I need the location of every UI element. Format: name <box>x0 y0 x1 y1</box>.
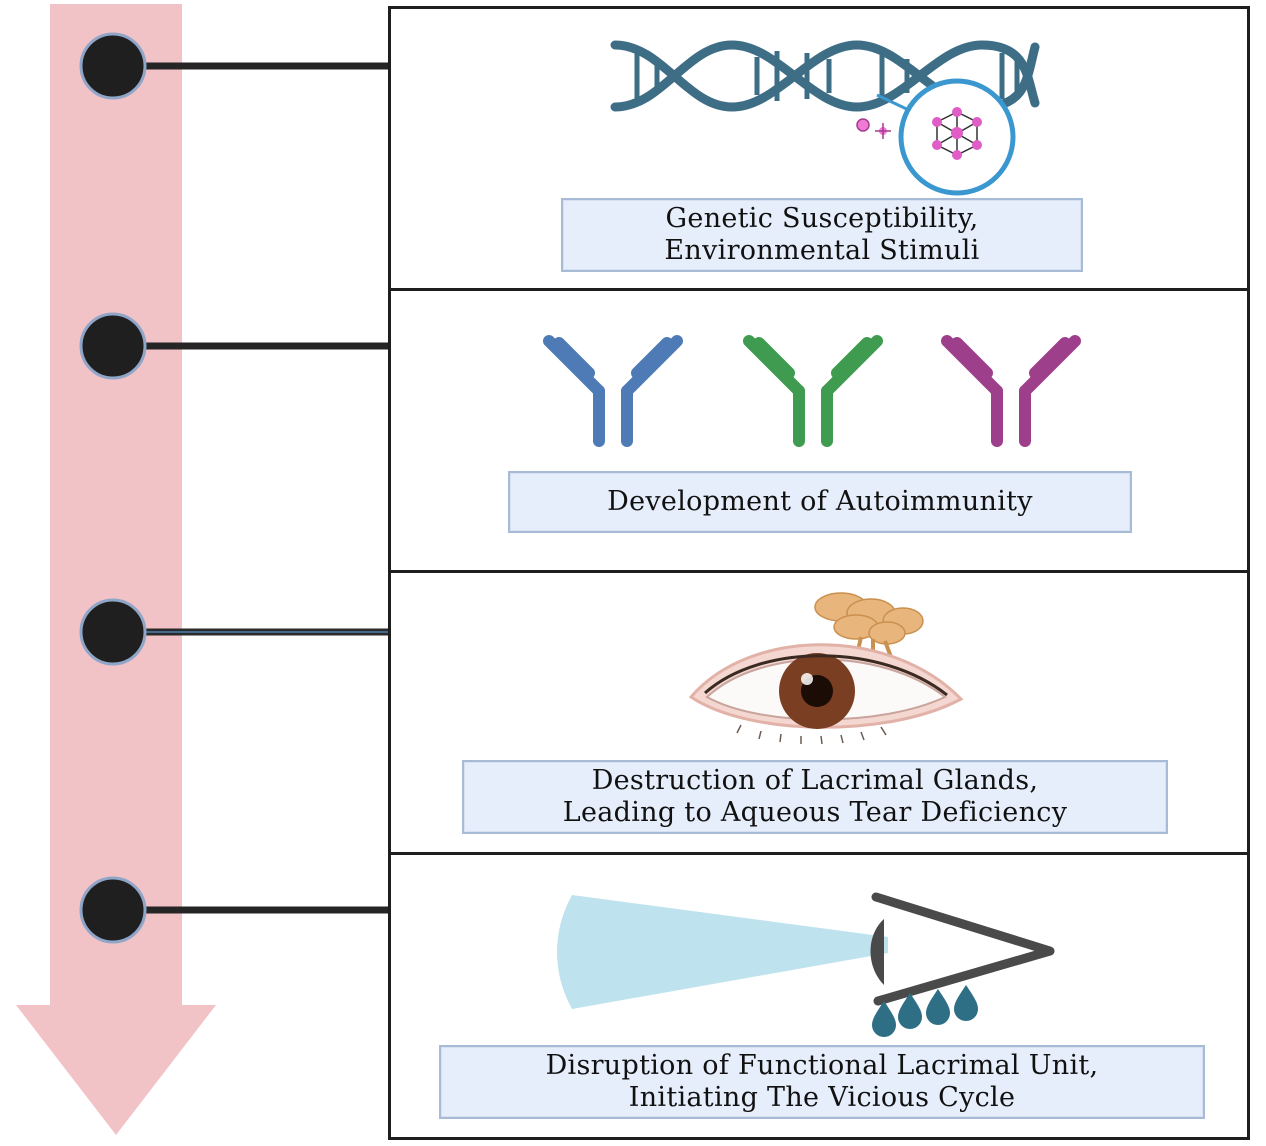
light-cone <box>557 895 888 1009</box>
antibody-blue-icon <box>543 335 683 447</box>
stage-label-4: Disruption of Functional Lacrimal Unit, … <box>439 1045 1205 1119</box>
timeline-node <box>79 876 147 944</box>
label-line: Destruction of Lacrimal Glands, <box>591 765 1039 796</box>
stage-label-2: Development of Autoimmunity <box>508 471 1132 533</box>
timeline-node <box>79 312 147 380</box>
timeline-node <box>79 32 147 100</box>
stage-box-1: Genetic Susceptibility, Environmental St… <box>388 6 1250 291</box>
label-line: Development of Autoimmunity <box>607 486 1033 517</box>
eye-tears-icon <box>557 892 1055 1037</box>
antibody-green-icon <box>743 335 883 447</box>
dna-molecule-icon <box>610 40 1040 196</box>
timeline-node <box>79 598 147 666</box>
stage-box-3: Destruction of Lacrimal Glands, Leading … <box>388 570 1250 855</box>
label-line: Genetic Susceptibility, <box>665 203 979 234</box>
antibodies-icon <box>543 335 1081 447</box>
timeline-arrow <box>16 4 216 1135</box>
label-line: Environmental Stimuli <box>664 235 980 266</box>
label-line: Leading to Aqueous Tear Deficiency <box>562 797 1068 828</box>
antibody-purple-icon <box>941 335 1081 447</box>
lacrimal-gland-icon <box>814 592 924 658</box>
eye-lacrimal-gland-icon <box>688 592 964 745</box>
stage-label-3: Destruction of Lacrimal Glands, Leading … <box>462 760 1168 834</box>
tear-drops <box>872 985 978 1037</box>
stage-label-1: Genetic Susceptibility, Environmental St… <box>561 198 1083 272</box>
label-line: Initiating The Vicious Cycle <box>628 1082 1016 1113</box>
stage-box-2: Development of Autoimmunity <box>388 288 1250 573</box>
stage-box-4: Disruption of Functional Lacrimal Unit, … <box>388 852 1250 1140</box>
label-line: Disruption of Functional Lacrimal Unit, <box>545 1050 1099 1081</box>
